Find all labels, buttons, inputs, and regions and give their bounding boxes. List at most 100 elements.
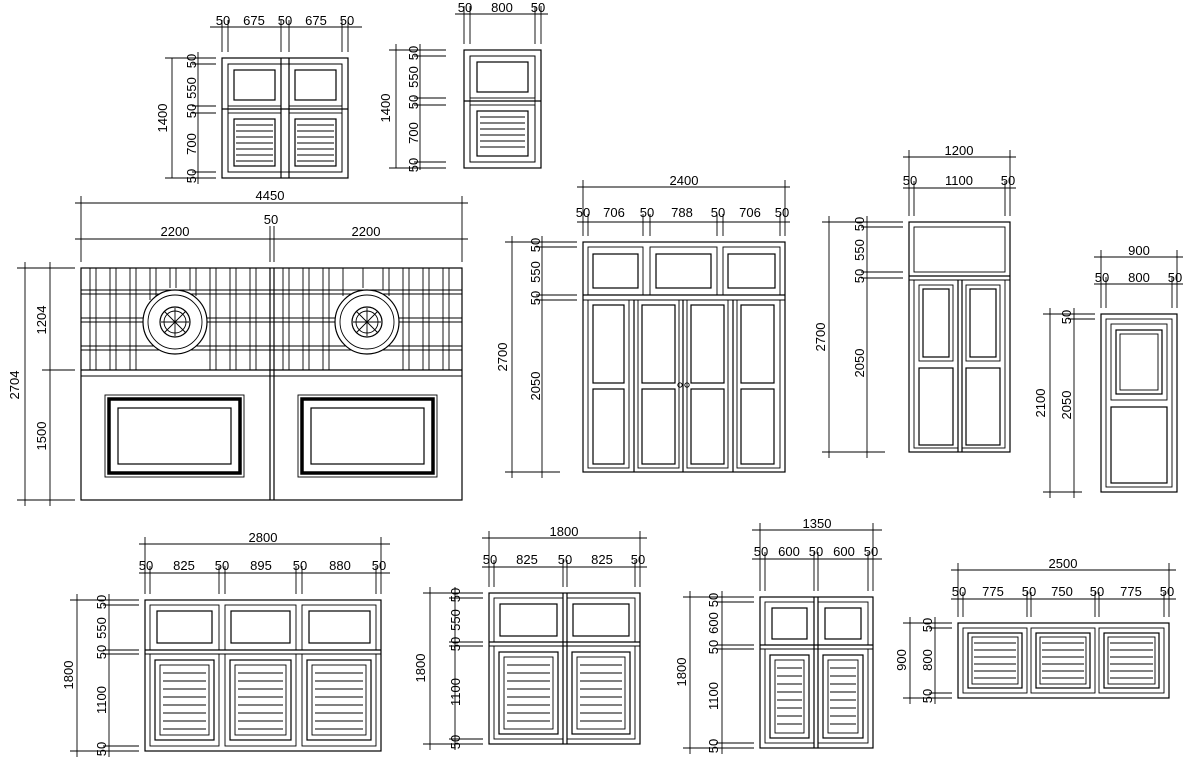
gate-middle-dim: 50 xyxy=(264,212,278,227)
door-b-height-dim: 2700 xyxy=(813,323,828,352)
window-a-left-dim: 50 xyxy=(184,54,199,68)
door-a-top-dim: 50 xyxy=(711,205,725,220)
window-c-top-dim: 895 xyxy=(250,558,272,573)
door-a-top-dim: 50 xyxy=(576,205,590,220)
window-f-top-dim: 775 xyxy=(982,584,1004,599)
window-a-height-dim: 1400 xyxy=(155,104,170,133)
door-b-left-dim: 50 xyxy=(852,269,867,283)
window-c-elevation: 2800 50 825 50 895 50 880 50 1800 50 550… xyxy=(61,530,390,757)
door-a-top-dim: 50 xyxy=(640,205,654,220)
window-d-top-dim: 50 xyxy=(631,552,645,567)
gate-left-dim: 1204 xyxy=(34,306,49,335)
window-f-top-dim: 50 xyxy=(952,584,966,599)
window-f-left-dim: 800 xyxy=(920,649,935,671)
door-c-height-dim: 2100 xyxy=(1033,389,1048,418)
window-d-height-dim: 1800 xyxy=(413,654,428,683)
window-e-top-dim: 600 xyxy=(778,544,800,559)
window-b-left-dim: 550 xyxy=(406,66,421,88)
window-a-top-dim: 50 xyxy=(278,13,292,28)
door-a-elevation: 2400 50 706 50 788 50 706 50 2700 50 550… xyxy=(495,173,790,478)
window-c-top-dim: 50 xyxy=(293,558,307,573)
gate-height-dim: 2704 xyxy=(7,371,22,400)
door-a-top-dim: 788 xyxy=(671,205,693,220)
window-c-left-dim: 1100 xyxy=(94,686,109,714)
window-d-top-dim: 825 xyxy=(591,552,613,567)
window-b-top-dim: 800 xyxy=(491,0,513,15)
door-c-elevation: 900 50 800 50 2100 50 2050 xyxy=(1033,243,1183,498)
window-a-top-dim: 675 xyxy=(305,13,327,28)
window-c-left-dim: 550 xyxy=(94,617,109,639)
door-c-left-dim: 50 xyxy=(1059,310,1074,324)
window-a-top-dim: 50 xyxy=(216,13,230,28)
window-d-left-dim: 1100 xyxy=(448,678,463,706)
door-a-top-dim: 706 xyxy=(603,205,625,220)
window-f-elevation: 2500 50 775 50 750 50 775 50 900 50 800 … xyxy=(894,556,1176,704)
door-b-left-dim: 2050 xyxy=(852,349,867,378)
window-e-left-dim: 50 xyxy=(706,739,721,753)
window-b-top-dim: 50 xyxy=(458,0,472,15)
door-c-top-dim: 50 xyxy=(1168,270,1182,285)
window-b-left-dim: 50 xyxy=(406,158,421,172)
door-b-top-dim: 1100 xyxy=(945,173,973,188)
door-a-left-dim: 2050 xyxy=(528,372,543,401)
door-c-width-dim: 900 xyxy=(1128,243,1150,258)
door-a-width-dim: 2400 xyxy=(670,173,699,188)
window-a-top-dim: 50 xyxy=(340,13,354,28)
gate-overall-width-dim: 4450 xyxy=(256,188,285,203)
window-b-height-dim: 1400 xyxy=(378,94,393,123)
door-b-elevation: 1200 50 1100 50 2700 50 550 50 2050 xyxy=(813,143,1016,458)
window-f-left-dim: 50 xyxy=(920,689,935,703)
window-b-elevation: 50 800 50 1400 50 550 50 700 50 xyxy=(378,0,548,172)
window-a-left-dim: 700 xyxy=(184,133,199,155)
door-b-left-dim: 50 xyxy=(852,217,867,231)
window-c-top-dim: 50 xyxy=(372,558,386,573)
window-d-top-dim: 50 xyxy=(483,552,497,567)
door-a-left-dim: 550 xyxy=(528,261,543,283)
window-e-height-dim: 1800 xyxy=(674,658,689,687)
gate-elevation: 4450 50 2200 2200 2704 1204 1500 xyxy=(7,188,468,506)
window-f-height-dim: 900 xyxy=(894,649,909,671)
window-c-left-dim: 50 xyxy=(94,742,109,756)
door-b-left-dim: 550 xyxy=(852,239,867,261)
window-c-top-dim: 880 xyxy=(329,558,351,573)
door-c-top-dim: 50 xyxy=(1095,270,1109,285)
window-f-top-dim: 50 xyxy=(1022,584,1036,599)
window-e-elevation: 1350 50 600 50 600 50 1800 50 600 50 110… xyxy=(674,516,882,754)
window-a-elevation: 50 675 50 675 50 1400 50 550 50 700 50 xyxy=(155,13,362,184)
door-a-top-dim: 706 xyxy=(739,205,761,220)
window-d-left-dim: 50 xyxy=(448,588,463,602)
window-a-top-dim: 675 xyxy=(243,13,265,28)
door-a-height-dim: 2700 xyxy=(495,343,510,372)
window-d-left-dim: 50 xyxy=(448,637,463,651)
window-f-top-dim: 750 xyxy=(1051,584,1073,599)
door-c-top-dim: 800 xyxy=(1128,270,1150,285)
door-c-left-dim: 2050 xyxy=(1059,391,1074,420)
window-d-top-dim: 50 xyxy=(558,552,572,567)
window-e-top-dim: 600 xyxy=(833,544,855,559)
window-f-top-dim: 775 xyxy=(1120,584,1142,599)
window-a-left-dim: 550 xyxy=(184,77,199,99)
window-d-top-dim: 825 xyxy=(516,552,538,567)
window-f-width-dim: 2500 xyxy=(1049,556,1078,571)
window-e-top-dim: 50 xyxy=(864,544,878,559)
window-b-left-dim: 700 xyxy=(406,122,421,144)
door-a-left-dim: 50 xyxy=(528,291,543,305)
window-d-left-dim: 50 xyxy=(448,735,463,749)
window-b-left-dim: 50 xyxy=(406,46,421,60)
window-e-left-dim: 50 xyxy=(706,593,721,607)
window-c-height-dim: 1800 xyxy=(61,661,76,690)
window-e-top-dim: 50 xyxy=(754,544,768,559)
window-c-left-dim: 50 xyxy=(94,645,109,659)
window-c-left-dim: 50 xyxy=(94,595,109,609)
window-c-top-dim: 50 xyxy=(139,558,153,573)
door-a-top-dim: 50 xyxy=(775,205,789,220)
gate-leaf-dim: 2200 xyxy=(161,224,190,239)
window-a-left-dim: 50 xyxy=(184,104,199,118)
window-f-top-dim: 50 xyxy=(1160,584,1174,599)
door-a-left-dim: 50 xyxy=(528,238,543,252)
gate-left-dim: 1500 xyxy=(34,422,49,451)
window-b-left-dim: 50 xyxy=(406,95,421,109)
window-d-elevation: 1800 50 825 50 825 50 1800 50 550 50 110… xyxy=(413,524,647,750)
window-e-width-dim: 1350 xyxy=(803,516,832,531)
